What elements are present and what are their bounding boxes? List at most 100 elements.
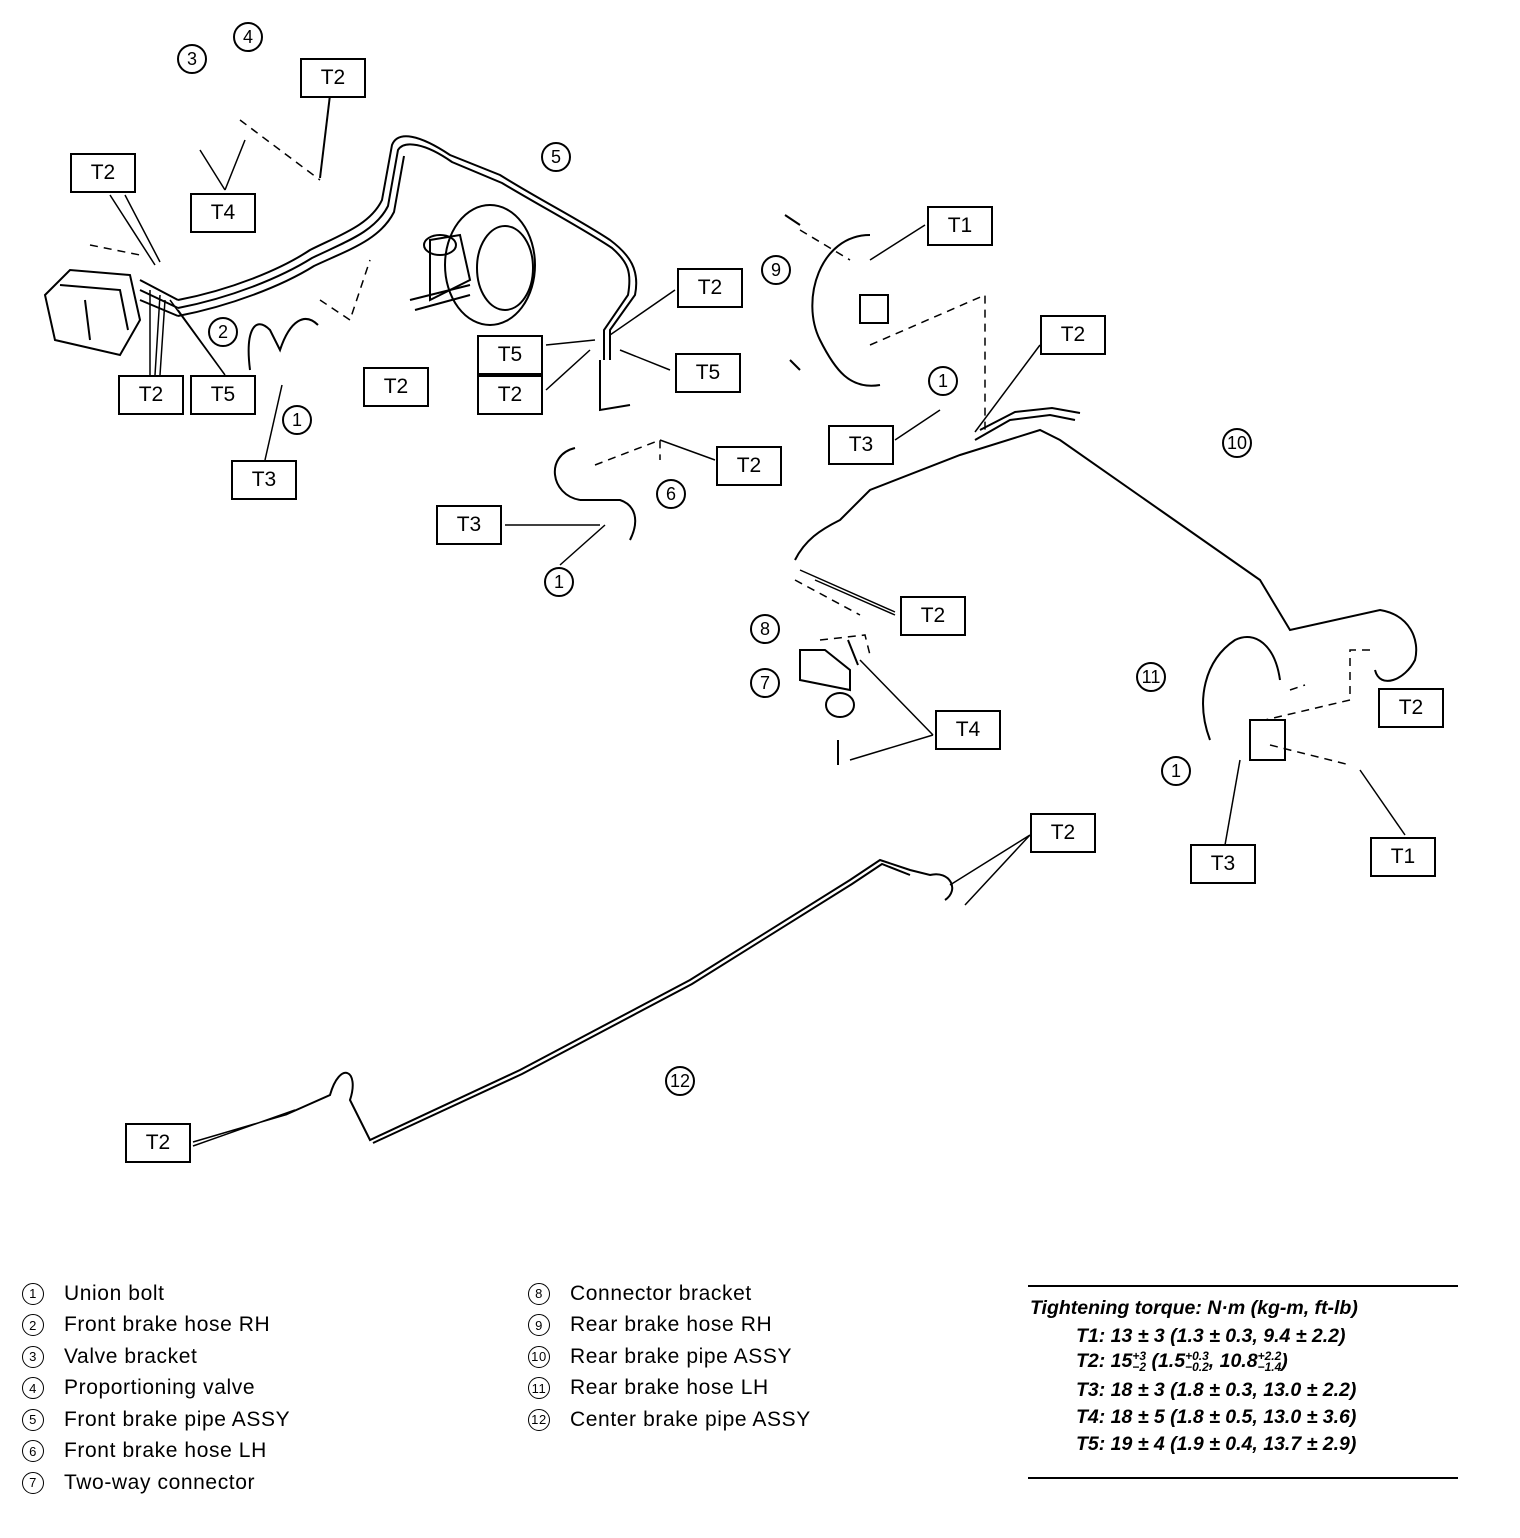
legend-label: Union bolt	[64, 1281, 165, 1305]
torque-label-t1: T1	[927, 206, 993, 246]
torque-label-t2: T2	[1378, 688, 1444, 728]
legend-item: 6 Front brake hose LH	[22, 1436, 290, 1468]
torque-label-t3: T3	[828, 425, 894, 465]
torque-label-t1: T1	[1370, 837, 1436, 877]
torque-label-t2: T2	[125, 1123, 191, 1163]
legend-label: Connector bracket	[570, 1281, 752, 1305]
legend-number: 3	[22, 1345, 44, 1368]
torque-t3: T3: 18 ± 3 (1.8 ± 0.3, 13.0 ± 2.2)	[1076, 1379, 1357, 1401]
callout-7: 7	[750, 668, 780, 698]
torque-label-t2: T2	[118, 375, 184, 415]
legend-label: Rear brake hose RH	[570, 1313, 773, 1337]
torque-t2-prefix: T2: 15	[1076, 1350, 1133, 1372]
legend-label: Valve bracket	[64, 1344, 198, 1368]
legend-number: 6	[22, 1440, 44, 1463]
torque-t5: T5: 19 ± 4 (1.9 ± 0.4, 13.7 ± 2.9)	[1076, 1433, 1357, 1455]
legend-label: Front brake pipe ASSY	[64, 1407, 291, 1431]
torque-t2-tol-up: +3	[1132, 1348, 1147, 1363]
torque-label-t2: T2	[1040, 315, 1106, 355]
callout-11: 11	[1136, 662, 1166, 692]
torque-t2: T2: 15+3−2 (1.5+0.3−0.2, 10.8+2.2−1.4)	[1076, 1350, 1288, 1373]
torque-label-t2: T2	[70, 153, 136, 193]
callout-1: 1	[1161, 756, 1191, 786]
abs-unit	[43, 268, 142, 357]
legend-item: 10 Rear brake pipe ASSY	[528, 1341, 811, 1373]
torque-label-t3: T3	[436, 505, 502, 545]
callout-8: 8	[750, 614, 780, 644]
legend-label: Front brake hose RH	[64, 1313, 271, 1337]
legend-item: 7 Two-way connector	[22, 1467, 290, 1499]
torque-label-t3: T3	[1190, 844, 1256, 884]
brake-booster	[444, 204, 536, 326]
legend-left: 1 Union bolt 2 Front brake hose RH 3 Valve …	[22, 1278, 290, 1499]
legend-item: 4 Proportioning valve	[22, 1373, 290, 1405]
legend-item: 11 Rear brake hose LH	[528, 1373, 811, 1405]
torque-t2-ft-down: −1.4	[1257, 1359, 1282, 1374]
legend-label: Two-way connector	[64, 1470, 256, 1494]
legend-label: Rear brake hose LH	[570, 1376, 769, 1400]
legend-number: 2	[22, 1314, 44, 1337]
rear-brake-hose-lh	[1202, 635, 1281, 741]
legend-number: 9	[528, 1314, 550, 1337]
torque-t4: T4: 18 ± 5 (1.8 ± 0.5, 13.0 ± 3.6)	[1076, 1406, 1357, 1428]
legend-item: 1 Union bolt	[22, 1278, 290, 1310]
torque-label-t2: T2	[716, 446, 782, 486]
front-brake-hose-rh	[247, 318, 319, 371]
torque-specification: Tightening torque: N·m (kg-m, ft-lb) T1:…	[1028, 1285, 1458, 1479]
rear-brake-hose-rh	[811, 234, 881, 387]
legend-item: 3 Valve bracket	[22, 1341, 290, 1373]
torque-label-t3: T3	[231, 460, 297, 500]
center-brake-pipe-assy	[284, 858, 954, 1142]
legend-number: 10	[528, 1345, 550, 1368]
torque-label-t4: T4	[935, 710, 1001, 750]
torque-t2-ft-up: +2.2	[1257, 1348, 1282, 1363]
legend-number: 12	[528, 1408, 550, 1431]
legend-label: Proportioning valve	[64, 1376, 256, 1400]
torque-label-t4: T4	[190, 193, 256, 233]
callout-1: 1	[544, 567, 574, 597]
callout-12: 12	[665, 1066, 695, 1096]
torque-label-t5: T5	[190, 375, 256, 415]
legend-number: 4	[22, 1377, 44, 1400]
torque-t2-kg-down: −0.2	[1185, 1359, 1209, 1374]
torque-label-t5: T5	[477, 335, 543, 375]
torque-t2-kg-up: +0.3	[1185, 1348, 1209, 1363]
torque-title: Tightening torque: N·m (kg-m, ft-lb)	[1030, 1297, 1358, 1319]
legend-label: Center brake pipe ASSY	[570, 1407, 811, 1431]
torque-t2-ft: , 10.8	[1208, 1350, 1258, 1372]
callout-1: 1	[928, 366, 958, 396]
legend-item: 12 Center brake pipe ASSY	[528, 1404, 811, 1436]
torque-label-t2: T2	[1030, 813, 1096, 853]
callout-2: 2	[208, 317, 238, 347]
two-way-connector	[825, 692, 855, 718]
legend-label: Rear brake pipe ASSY	[570, 1344, 793, 1368]
torque-t2-mid: (1.5	[1151, 1350, 1186, 1372]
front-brake-hose-lh	[553, 447, 637, 541]
legend-number: 11	[528, 1377, 550, 1400]
torque-label-t2: T2	[477, 375, 543, 415]
callout-1: 1	[282, 405, 312, 435]
legend-item: 8 Connector bracket	[528, 1278, 811, 1310]
rear-brake-pipe-assy	[794, 428, 1418, 682]
callout-6: 6	[656, 479, 686, 509]
legend-number: 8	[528, 1282, 550, 1305]
torque-label-t2: T2	[363, 367, 429, 407]
legend-number: 7	[22, 1471, 44, 1494]
callout-5: 5	[541, 142, 571, 172]
torque-t2-close: )	[1281, 1350, 1288, 1372]
legend-number: 5	[22, 1408, 44, 1431]
callout-3: 3	[177, 44, 207, 74]
legend-item: 2 Front brake hose RH	[22, 1310, 290, 1342]
torque-label-t5: T5	[675, 353, 741, 393]
legend-item: 5 Front brake pipe ASSY	[22, 1404, 290, 1436]
legend-number: 1	[22, 1282, 44, 1305]
torque-t1: T1: 13 ± 3 (1.3 ± 0.3, 9.4 ± 2.2)	[1076, 1325, 1346, 1347]
callout-4: 4	[233, 22, 263, 52]
front-brake-pipe-assy	[177, 135, 638, 360]
legend-label: Front brake hose LH	[64, 1439, 267, 1463]
legend-item: 9 Rear brake hose RH	[528, 1310, 811, 1342]
torque-t2-tol-down: −2	[1132, 1359, 1147, 1374]
torque-label-t2: T2	[900, 596, 966, 636]
legend-right: 8 Connector bracket 9 Rear brake hose RH 1…	[528, 1278, 811, 1436]
